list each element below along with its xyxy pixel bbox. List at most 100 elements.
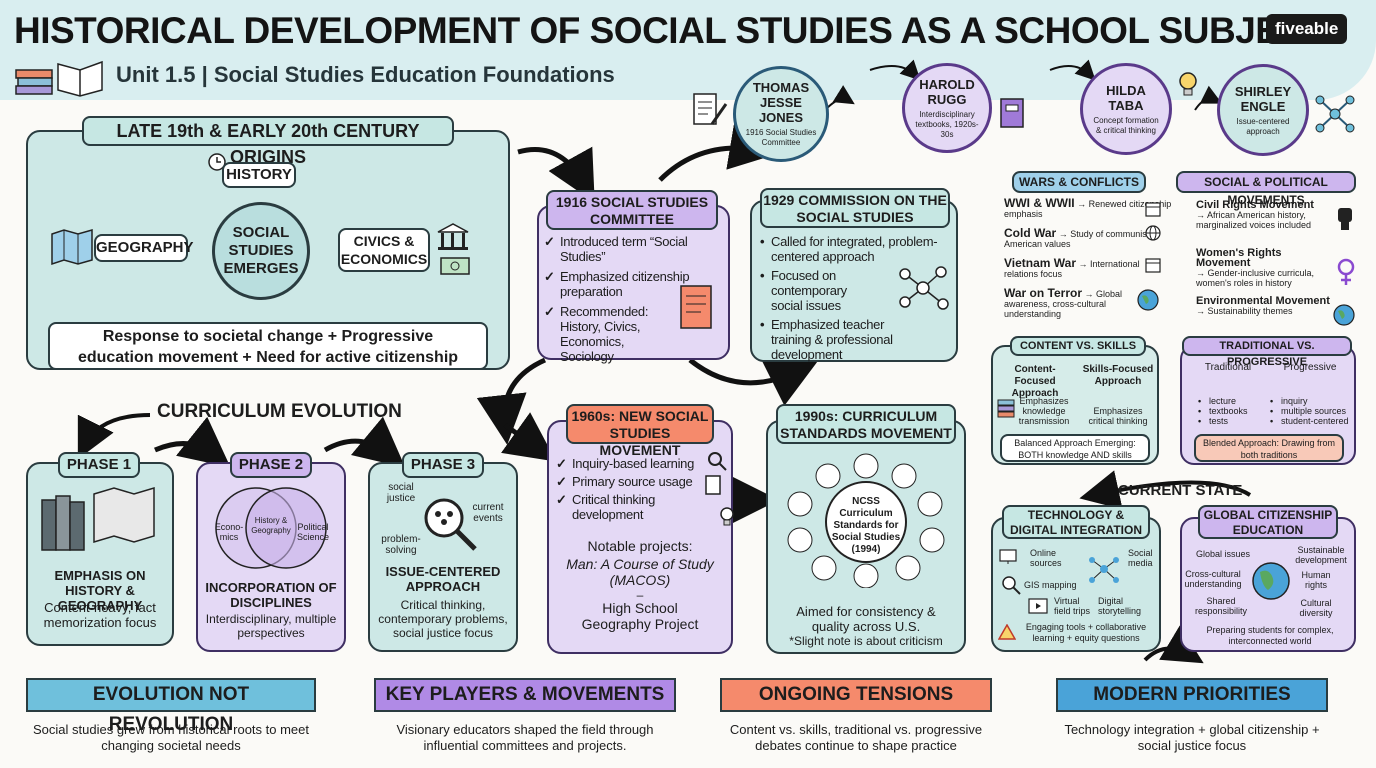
female-symbol-icon: [1336, 258, 1356, 291]
calendar-icon: [1144, 256, 1162, 279]
curriculum-title: CURRICULUM EVOLUTION: [157, 401, 402, 422]
geography-node: GEOGRAPHY: [94, 234, 194, 262]
phase3-current: current events: [472, 502, 504, 524]
standards-diagram: NCSS Curriculum Standards for Social Stu…: [780, 452, 952, 588]
commission1929-item: Called for integrated, problem-centered …: [760, 234, 950, 264]
content-left-desc: Emphasizes knowledge transmission: [1018, 396, 1070, 426]
books-icon: [14, 58, 106, 98]
content-right-title: Skills-Focused Approach: [1082, 364, 1154, 387]
phase3-title: ISSUE-CENTERED APPROACH: [385, 564, 501, 594]
person-engle: SHIRLEY ENGLE Issue-centered approach: [1217, 64, 1309, 156]
origins-header: LATE 19th & EARLY 20th CENTURY ORIGINS: [82, 116, 454, 167]
computer-icon: [998, 548, 1018, 571]
center-label: SOCIAL STUDIES EMERGES: [223, 224, 299, 277]
phase1-label: PHASE 1: [58, 452, 140, 478]
war-item: WWI & WWII → Renewed citizenship emphasi…: [1004, 196, 1172, 228]
committee1916-item: Recommended: History, Civics, Economics,…: [544, 304, 648, 364]
standards1990-center: NCSS Curriculum Standards for Social Stu…: [831, 496, 901, 555]
committee1916-list: Introduced term “Social Studies” Emphasi…: [544, 234, 724, 364]
movements-list: Civil Rights Movement→ African American …: [1196, 200, 1332, 326]
search-icon: [706, 450, 728, 477]
tech-social: Social media: [1128, 548, 1153, 568]
movements-header: SOCIAL & POLITICAL MOVEMENTS: [1176, 171, 1356, 207]
books-maps-icon: [40, 486, 160, 559]
venn-middle: History & Geography: [251, 516, 291, 535]
phase3-social: social justice: [386, 482, 416, 504]
phase2-title: INCORPORATION OF DISCIPLINES: [205, 580, 337, 610]
global-diversity: Cultural diversity: [1299, 598, 1333, 618]
movement-title: Women's Rights Movement: [1196, 247, 1282, 269]
money-icon: [440, 256, 470, 281]
magnifier-icon: [420, 494, 480, 559]
banner-evolution-desc: Social studies grew from historical root…: [33, 722, 309, 753]
movement-item: Civil Rights Movement→ African American …: [1196, 200, 1332, 248]
phase1-desc: Content-heavy, fact memorization focus: [43, 600, 157, 630]
movement-title: Environmental Movement: [1196, 295, 1330, 307]
war-desc: → Global awareness, cross-cultural under…: [1004, 289, 1123, 319]
war-desc: → International relations focus: [1004, 259, 1140, 279]
movement-desc: → Gender-inclusive curricula, women's ro…: [1196, 268, 1315, 288]
trad-prog-header: TRADITIONAL VS. PROGRESSIVE: [1182, 336, 1352, 368]
person-desc: Interdisciplinary textbooks, 1920s-30s: [915, 109, 979, 139]
banner-evolution: EVOLUTION NOT REVOLUTION: [14, 678, 328, 735]
warning-icon: [997, 623, 1017, 645]
books-icon: [996, 398, 1016, 425]
war-item: Cold War → Study of communism, American …: [1004, 227, 1172, 258]
movement1960-item: Primary source usage: [556, 474, 724, 489]
banner-modern: MODERN PRIORITIES: [1044, 678, 1340, 716]
war-title: WWI & WWII: [1004, 196, 1075, 210]
history-node: HISTORY: [222, 162, 296, 188]
person-rugg: HAROLD RUGG Interdisciplinary textbooks,…: [902, 63, 992, 153]
person-desc: 1916 Social Studies Committee: [745, 128, 817, 147]
global-footer: Preparing students for complex, intercon…: [1206, 625, 1334, 646]
war-title: War on Terror: [1004, 286, 1083, 300]
committee1916-header: 1916 SOCIAL STUDIES COMMITTEE: [546, 190, 718, 230]
trad-list: lecture textbooks tests: [1198, 396, 1268, 426]
origins-footer: Response to societal change + Progressiv…: [48, 322, 488, 370]
trad-prog-footer: Blended Approach: Drawing from both trad…: [1194, 434, 1344, 462]
tech-virtual: Virtual field trips: [1054, 596, 1091, 616]
prog-item: multiple sources: [1270, 406, 1354, 416]
person-name: SHIRLEY ENGLE: [1234, 83, 1292, 114]
document-icon: [704, 474, 722, 501]
phase2-desc: Interdisciplinary, multiple perspectives: [205, 612, 337, 640]
movement-item: Women's Rights Movement→ Gender-inclusiv…: [1196, 248, 1332, 296]
map-search-icon: [1000, 574, 1022, 601]
earth-icon: [1136, 288, 1160, 317]
movement-desc: → African American history, marginalized…: [1196, 210, 1312, 230]
venn-right: Political Science: [296, 522, 330, 542]
trad-title: Traditional: [1204, 362, 1252, 373]
video-icon: [1028, 598, 1048, 619]
scroll-icon: [675, 282, 717, 339]
standards1990-note: *Slight note is about criticism: [789, 634, 943, 648]
civics-node: CIVICS & ECONOMICS: [338, 228, 430, 272]
document-pen-icon: [690, 90, 730, 135]
person-desc: Issue-centered approach: [1236, 116, 1290, 136]
prog-list: inquiry multiple sources student-centere…: [1270, 396, 1354, 426]
banner-tensions: ONGOING TENSIONS: [708, 678, 1004, 716]
phase1-title: EMPHASIS ON HISTORY & GEOGRAPHY: [54, 568, 146, 613]
person-name: HILDA TABA: [1106, 82, 1146, 113]
content-left-title: Content-Focused Approach: [1011, 364, 1059, 399]
tech-gis: GIS mapping: [1024, 580, 1077, 590]
commission1929-list: Called for integrated, problem-centered …: [760, 234, 950, 362]
commission1929-item: Emphasized teacher training & profession…: [760, 317, 910, 362]
phase3-problem: problem-solving: [381, 534, 421, 556]
movement1960-item: Inquiry-based learning: [556, 456, 724, 471]
movement-item: Environmental Movement→ Sustainability t…: [1196, 296, 1332, 326]
globe-icon: [1144, 224, 1162, 247]
global-issues: Global issues: [1196, 549, 1251, 559]
person-taba: HILDA TABA Concept formation & critical …: [1080, 63, 1172, 155]
network-icon: [895, 262, 951, 319]
phase3-panel: [368, 462, 518, 652]
brand-logo[interactable]: fiveable: [1266, 14, 1348, 44]
person-jones: THOMAS JESSE JONES 1916 Social Studies C…: [733, 66, 829, 162]
war-item: Vietnam War → International relations fo…: [1004, 257, 1172, 288]
war-item: War on Terror → Global awareness, cross-…: [1004, 286, 1134, 322]
network-icon: [1086, 554, 1122, 589]
wars-header: WARS & CONFLICTS: [1012, 171, 1146, 193]
movement1960-dash: –: [636, 588, 644, 602]
fist-icon: [1334, 202, 1356, 235]
molecule-icon: [1312, 92, 1358, 141]
idea-icon: [716, 504, 738, 535]
